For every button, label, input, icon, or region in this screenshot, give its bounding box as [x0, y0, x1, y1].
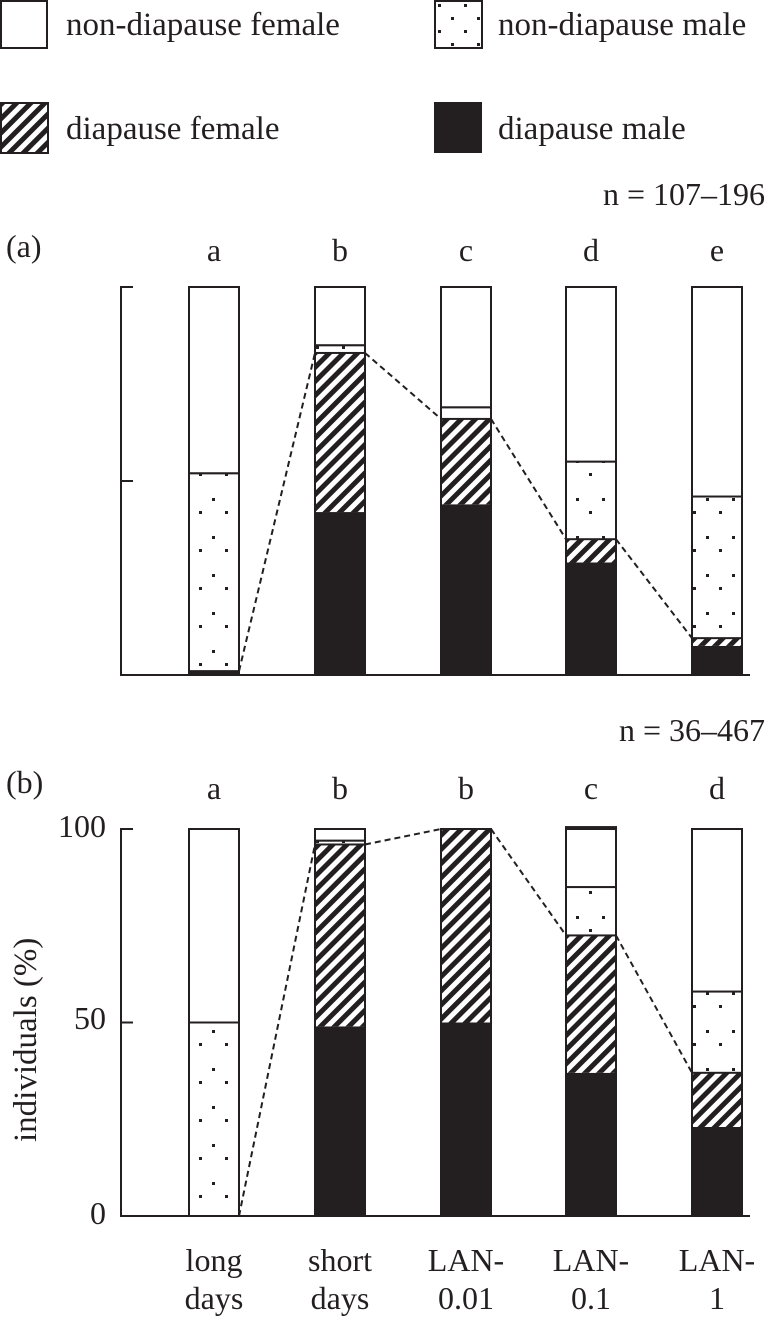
- sig-letter: c: [458, 232, 474, 268]
- bar-outline: [565, 828, 617, 1217]
- y-tick-100: 100: [58, 808, 106, 844]
- bar-segment-diapause-male: [566, 1072, 616, 1216]
- bar-segment-diapause-female: [566, 935, 616, 1073]
- bar-outline: [440, 828, 492, 1217]
- bar-segment-non-diapause-female: [188, 828, 240, 1024]
- bar-segment-non-diapause-female: [188, 286, 240, 475]
- bar-segment-diapause-female: [692, 1072, 742, 1127]
- bar-segment-diapause-female: [566, 539, 616, 563]
- bar-segment-diapause-male: [692, 645, 742, 675]
- y-tick-0: 0: [90, 1195, 106, 1231]
- bar-segment-diapause-male: [566, 562, 616, 675]
- bar-outline: [565, 286, 617, 676]
- bar-segment-non-diapause-female: [314, 828, 366, 842]
- bar-outline: [314, 286, 366, 676]
- bar-segment-non-diapause-female: [691, 828, 743, 993]
- x-label-lan-001: LAN-0.01: [427, 1242, 505, 1316]
- bar-segment-diapause-male: [315, 1026, 365, 1216]
- legend-label-nd-female: non-diapause female: [66, 7, 340, 43]
- legend-swatch-d-female: [0, 102, 49, 154]
- bar-segment-non-diapause-male: [188, 472, 240, 673]
- x-label-lan-01: LAN-0.1: [552, 1242, 630, 1316]
- bar-outline: [440, 286, 492, 676]
- bar-outline: [691, 828, 743, 1217]
- sig-letter: a: [206, 770, 222, 806]
- panel-b-n: n = 36–467: [618, 712, 765, 748]
- bar-segment-diapause-female: [315, 844, 365, 1027]
- sig-letter: b: [332, 232, 348, 268]
- sig-letter: a: [206, 232, 222, 268]
- sig-letter: b: [458, 770, 474, 806]
- sig-letter: d: [583, 232, 599, 268]
- bar-segment-non-diapause-male: [314, 344, 366, 354]
- panel-b-chart: [120, 826, 750, 1217]
- legend-swatch-d-male: [434, 102, 482, 153]
- bar-segment-non-diapause-female: [565, 286, 617, 463]
- bar-segment-diapause-female: [315, 352, 365, 513]
- panel-a-chart: [120, 286, 750, 676]
- legend-label-d-female: diapause female: [66, 111, 280, 147]
- bar-segment-non-diapause-male: [565, 460, 617, 541]
- bar-segment-diapause-male: [441, 504, 491, 675]
- legend-label-nd-male: non-diapause male: [498, 7, 747, 43]
- bar-outline: [188, 286, 240, 676]
- bar-segment-non-diapause-female: [314, 286, 366, 347]
- bar-segment-diapause-male: [189, 671, 239, 675]
- panel-a-n: n = 107–196: [602, 176, 765, 212]
- bar-segment-diapause-female: [441, 829, 491, 1023]
- bar-outline: [691, 286, 743, 676]
- bar-segment-non-diapause-male: [691, 495, 743, 640]
- bar-segment-diapause-female: [441, 418, 491, 505]
- panel-b-label: (b): [6, 764, 44, 800]
- panel-a-label: (a): [6, 228, 42, 264]
- legend-swatch-nd-male: [434, 0, 483, 49]
- bar-segment-non-diapause-male: [565, 886, 617, 937]
- y-tick-50: 50: [74, 1000, 106, 1036]
- sig-letter: c: [583, 770, 599, 806]
- bar-segment-non-diapause-male: [188, 1021, 240, 1217]
- bar-segment-diapause-male: [692, 1126, 742, 1216]
- bar-segment-diapause-male: [441, 1022, 491, 1216]
- bar-segment-non-diapause-female: [440, 286, 492, 409]
- bar-segment-diapause-female: [692, 638, 742, 646]
- x-label-lan-1: LAN-1: [678, 1242, 756, 1316]
- bar-segment-non-diapause-female: [691, 286, 743, 498]
- legend-swatch-nd-female: [0, 0, 48, 49]
- bar-segment-diapause-male: [315, 512, 365, 675]
- sig-letter: d: [709, 770, 725, 806]
- bar-segment-non-diapause-male: [440, 406, 492, 420]
- bar-outline: [188, 828, 240, 1217]
- sig-letter: e: [709, 232, 725, 268]
- bar-outline: [314, 828, 366, 1217]
- legend-label-d-male: diapause male: [498, 111, 686, 147]
- sig-letter: b: [332, 770, 348, 806]
- bar-segment-non-diapause-female: [565, 826, 617, 889]
- bar-segment-non-diapause-male: [691, 990, 743, 1074]
